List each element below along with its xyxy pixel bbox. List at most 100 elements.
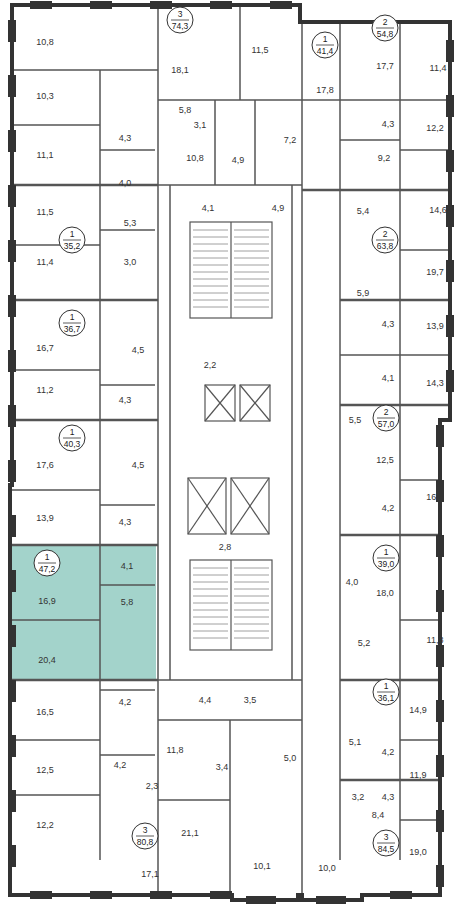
apartment-badge: 374,3 (166, 6, 194, 34)
room-area: 20,4 (38, 656, 56, 665)
room-count: 1 (384, 682, 389, 691)
room-area: 4,2 (382, 504, 395, 513)
room-area: 4,2 (119, 698, 132, 707)
room-area: 21,1 (181, 829, 199, 838)
room-area: 5,8 (179, 106, 192, 115)
room-area: 5,3 (124, 219, 137, 228)
room-area: 18,0 (376, 589, 394, 598)
room-count: 1 (70, 230, 75, 239)
room-area: 5,4 (357, 207, 370, 216)
outer-wall (10, 5, 450, 900)
room-area: 3,1 (194, 121, 207, 130)
total-area: 41,4 (317, 47, 334, 56)
total-area: 40,3 (64, 440, 81, 449)
room-count: 1 (384, 548, 389, 557)
room-area: 4,9 (272, 204, 285, 213)
highlighted-apartment (12, 545, 156, 680)
room-area: 4,1 (202, 204, 215, 213)
room-area: 10,0 (318, 864, 336, 873)
apartment-badge: 254,8 (371, 14, 399, 42)
room-area: 11,4 (430, 64, 447, 73)
room-area: 11,1 (37, 151, 54, 160)
room-area: 4,5 (132, 346, 145, 355)
room-area: 7,2 (284, 136, 297, 145)
room-count: 2 (384, 408, 389, 417)
total-area: 54,8 (377, 30, 394, 39)
total-area: 57,0 (378, 420, 395, 429)
room-count: 3 (384, 833, 389, 842)
room-area: 12,2 (426, 124, 444, 133)
apartment-badge: 136,7 (58, 309, 86, 337)
room-area: 4,2 (382, 748, 395, 757)
windows (8, 1, 454, 904)
room-area: 4,0 (346, 578, 359, 587)
room-area: 4,3 (119, 518, 132, 527)
room-area: 4,3 (382, 120, 395, 129)
room-area: 18,1 (171, 66, 189, 75)
room-area: 16,4 (426, 493, 444, 502)
room-area: 10,3 (36, 92, 54, 101)
room-area: 17,6 (36, 461, 54, 470)
room-area: 11,5 (252, 46, 269, 55)
room-count: 3 (143, 826, 148, 835)
room-area: 4,1 (121, 562, 134, 571)
room-area: 2,2 (204, 361, 217, 370)
room-area: 5,8 (121, 598, 134, 607)
room-area: 16,5 (36, 708, 54, 717)
room-area: 4,3 (382, 320, 395, 329)
total-area: 47,2 (39, 565, 56, 574)
room-area: 10,8 (186, 154, 204, 163)
apartment-badge: 135,2 (58, 226, 86, 254)
stair-steps (193, 230, 269, 638)
room-area: 3,5 (244, 696, 257, 705)
apartment-badge: 147,2 (33, 549, 61, 577)
room-area: 11,9 (410, 771, 427, 780)
room-area: 14,9 (409, 706, 427, 715)
room-area: 10,8 (36, 38, 54, 47)
room-area: 3,4 (216, 763, 229, 772)
room-area: 10,1 (253, 862, 271, 871)
room-area: 19,7 (426, 268, 444, 277)
total-area: 84,5 (378, 845, 395, 854)
room-area: 8,4 (372, 811, 385, 820)
total-area: 74,3 (172, 22, 189, 31)
room-area: 19,0 (409, 848, 427, 857)
room-count: 3 (178, 10, 183, 19)
room-area: 3,2 (352, 793, 365, 802)
apartment-badge: 141,4 (311, 31, 339, 59)
highlighted-apartment: 16,9 4,1 5,8 20,4 147,2 (12, 545, 156, 680)
room-area: 4,2 (114, 761, 127, 770)
room-count: 1 (70, 428, 75, 437)
room-area: 12,5 (376, 456, 394, 465)
room-area: 11,5 (37, 208, 54, 217)
room-area: 4,4 (199, 696, 212, 705)
room-count: 1 (70, 313, 75, 322)
room-area: 5,1 (349, 738, 362, 747)
total-area: 63,8 (377, 242, 394, 251)
room-count: 2 (383, 230, 388, 239)
room-area: 12,2 (36, 821, 54, 830)
room-area: 5,2 (358, 639, 371, 648)
total-area: 36,1 (378, 694, 395, 703)
room-area: 16,9 (38, 597, 56, 606)
room-area: 4,5 (132, 461, 145, 470)
room-area: 14,6 (429, 206, 447, 215)
room-area: 4,3 (382, 793, 395, 802)
room-area: 17,8 (316, 86, 334, 95)
room-area: 4,3 (119, 396, 132, 405)
room-area: 13,9 (426, 322, 444, 331)
total-area: 39,0 (378, 560, 395, 569)
room-area: 17,7 (376, 62, 394, 71)
room-count: 2 (383, 18, 388, 27)
room-area: 3,0 (124, 258, 137, 267)
apartment-badge: 139,0 (372, 544, 400, 572)
apartment-badge: 380,8 (131, 822, 159, 850)
apartment-badge: 140,3 (58, 424, 86, 452)
total-area: 35,2 (64, 242, 81, 251)
room-area: 4,3 (119, 134, 132, 143)
room-area: 11,8 (167, 746, 184, 755)
room-area: 5,0 (284, 754, 297, 763)
building-core (188, 222, 272, 650)
